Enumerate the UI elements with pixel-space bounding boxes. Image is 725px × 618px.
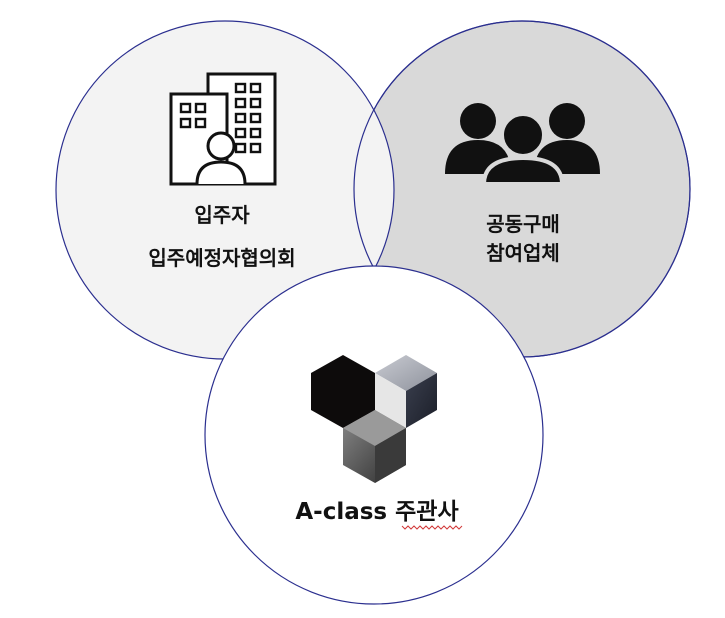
organizer-label: A-class 주관사 [295,499,458,525]
hexagon-cubes-logo-icon [311,355,437,483]
residents-label-1: 입주자 [194,203,250,227]
spellcheck-squiggle [401,525,463,530]
vendors-label-2: 참여업체 [486,241,560,265]
group-of-people-icon [445,103,600,186]
apartment-building-with-person-icon [169,72,277,186]
vendors-label-1: 공동구매 [486,212,560,236]
residents-label-2: 입주예정자협의회 [148,246,295,270]
